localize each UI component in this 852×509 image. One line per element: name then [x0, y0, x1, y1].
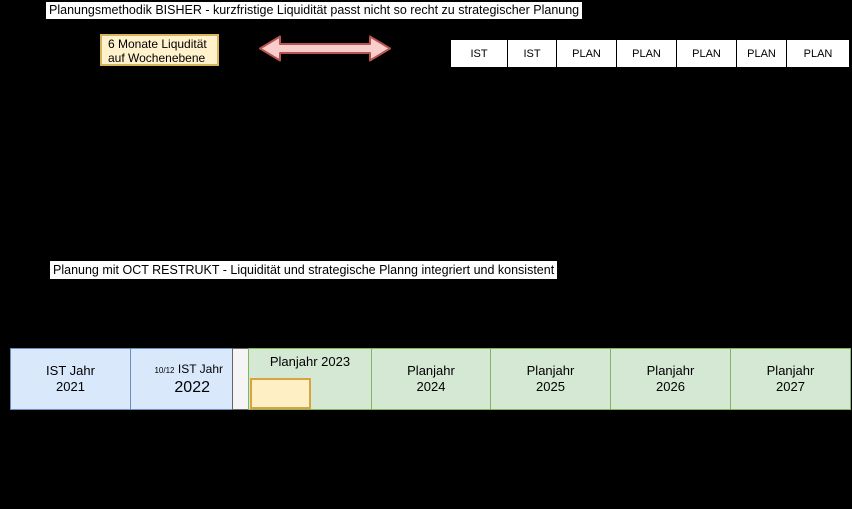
timeline-cell-ist-2021: IST Jahr 2021	[10, 348, 131, 410]
plan-2024-year: 2024	[416, 379, 446, 394]
plan-2027-year: 2027	[776, 379, 805, 394]
liquidity-note: 6 Monate Liqudität auf Wochenebene	[100, 34, 219, 66]
ist-2022-label-text: IST Jahr	[177, 362, 223, 376]
ist-2021-label: IST Jahr	[46, 363, 95, 378]
plan-2023-highlight-box	[250, 378, 311, 409]
ist-2022-fraction: 10/12	[154, 366, 175, 375]
plan-2027-label: Planjahr	[766, 363, 815, 378]
ist-2022-year: 2022	[174, 379, 210, 396]
plan-2026-year: 2026	[656, 379, 685, 394]
liquidity-note-line2: auf Wochenebene	[108, 51, 206, 65]
plan-2025-year: 2025	[536, 379, 565, 394]
double-arrow-icon	[259, 35, 391, 62]
timeline-cell-plan-2023: Planjahr 2023	[248, 348, 372, 410]
timeline-cell-plan-2024: Planjahr 2024	[371, 348, 491, 410]
oct-title: Planung mit OCT RESTRUKT - Liquidität un…	[50, 261, 558, 279]
plan-2025-label: Planjahr	[526, 363, 575, 378]
liquidity-note-line1: 6 Monate Liqudität	[108, 37, 207, 51]
ist-2022-label: 10/12 IST Jahr	[131, 361, 232, 379]
ist-2021-year: 2021	[56, 379, 85, 394]
period-cell-plan-2: PLAN	[616, 39, 677, 68]
timeline-cell-plan-2027: Planjahr 2027	[730, 348, 851, 410]
separator-cell	[232, 348, 249, 410]
period-cell-plan-4: PLAN	[736, 39, 787, 68]
plan-2023-label: Planjahr 2023	[269, 354, 351, 369]
period-cell-plan-5: PLAN	[786, 39, 850, 68]
plan-2024-label: Planjahr	[407, 363, 455, 378]
period-cell-plan-1: PLAN	[556, 39, 617, 68]
plan-2026-label: Planjahr	[646, 363, 695, 378]
period-cell-ist-1: IST	[450, 39, 508, 68]
timeline-cell-plan-2025: Planjahr 2025	[490, 348, 611, 410]
timeline-cell-plan-2026: Planjahr 2026	[610, 348, 731, 410]
period-cell-plan-3: PLAN	[676, 39, 737, 68]
bisher-title: Planungsmethodik BISHER - kurzfristige L…	[46, 2, 583, 19]
period-cell-ist-2: IST	[507, 39, 557, 68]
timeline-cell-ist-2022: 10/12 IST Jahr 2022	[130, 348, 233, 410]
